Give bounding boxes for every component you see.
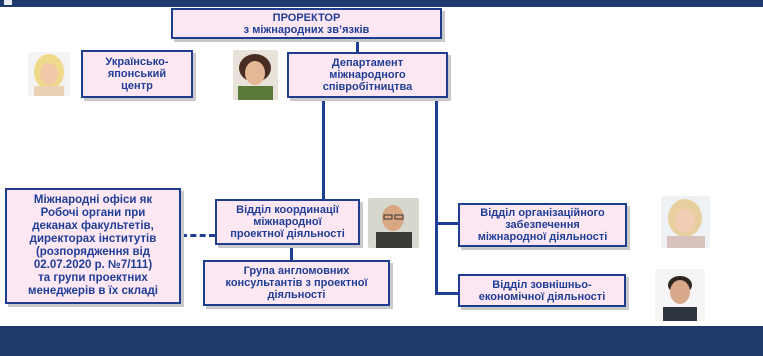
international-offices-label: Міжнародні офіси як Робочі органи при де… — [27, 194, 158, 297]
ukr-japan-center-box: Українсько- японський центр — [81, 50, 193, 98]
portrait-bald-man-glasses — [368, 198, 419, 248]
slide-logo-mark — [4, 0, 12, 5]
top-bar — [0, 0, 763, 7]
org-support-dept-box: Відділ організаційного забезпечення міжн… — [458, 203, 627, 247]
connector-prorector-dept — [356, 37, 359, 52]
ukr-japan-center-label: Українсько- японський центр — [105, 56, 169, 92]
connector-to-econ — [435, 292, 458, 295]
connector-to-org-support — [435, 222, 458, 225]
connector-dept-branch — [435, 97, 438, 295]
department-label: Департамент міжнародного співробітництва — [322, 57, 413, 93]
coordination-dept-label: Відділ координації міжнародної проектної… — [230, 204, 345, 240]
international-offices-box: Міжнародні офіси як Робочі органи при де… — [5, 188, 181, 304]
coordination-dept-box: Відділ координації міжнародної проектної… — [215, 199, 360, 245]
dashed-connector-offices — [181, 234, 215, 237]
econ-dept-label: Відділ зовнішньо- економічної діяльності — [478, 278, 606, 303]
bottom-bar — [0, 326, 763, 356]
consultants-group-box: Група англомовних консультантів з проект… — [203, 260, 390, 306]
connector-dept-coordination — [322, 97, 325, 200]
portrait-fair-haired-woman — [661, 196, 710, 248]
portrait-young-man — [655, 269, 705, 321]
consultants-group-label: Група англомовних консультантів з проект… — [225, 265, 368, 301]
department-box: Департамент міжнародного співробітництва — [287, 52, 448, 98]
org-support-dept-label: Відділ організаційного забезпечення міжн… — [477, 207, 608, 243]
prorector-box: ПРОРЕКТОР з міжнародних зв’язків — [171, 8, 442, 39]
portrait-dark-haired-woman — [233, 50, 278, 100]
econ-dept-box: Відділ зовнішньо- економічної діяльності — [458, 274, 626, 307]
connector-coordination-consultants — [290, 243, 293, 261]
portrait-blonde-woman — [28, 52, 70, 96]
prorector-label: ПРОРЕКТОР з міжнародних зв’язків — [243, 11, 370, 36]
